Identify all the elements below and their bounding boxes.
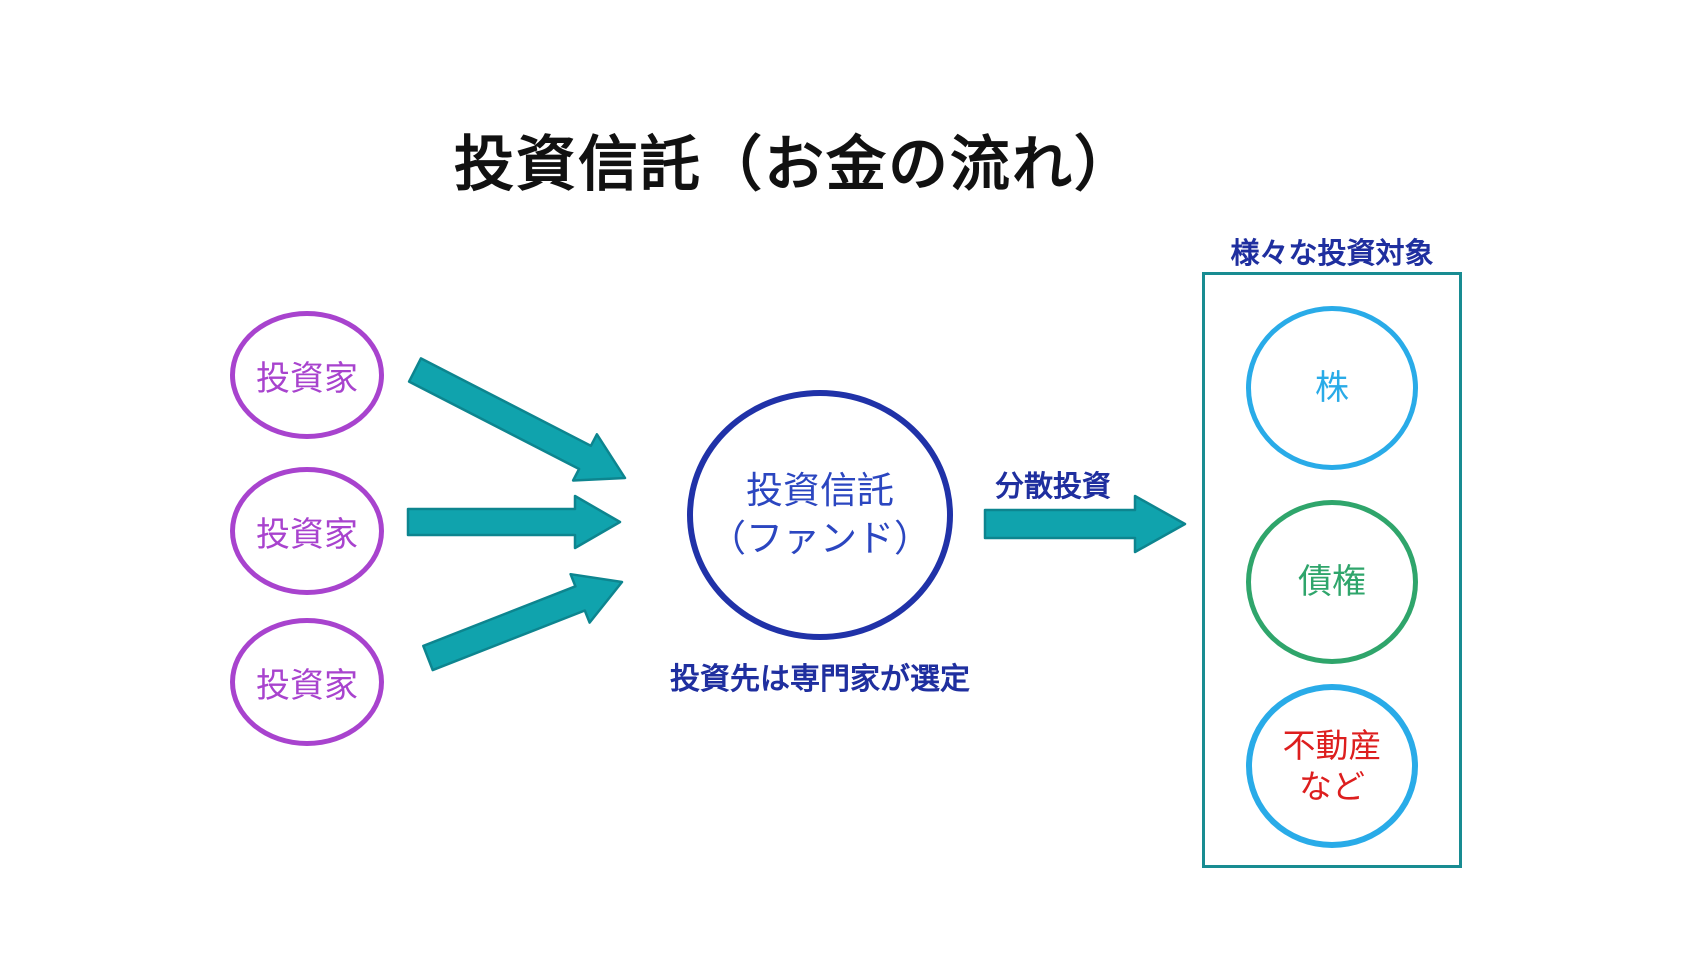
distribution-label: 分散投資 [994,471,1111,503]
fund-caption: 投資先は専門家が選定 [670,663,970,696]
fund-name-line1: 投資信託 [746,469,894,511]
investor-circle-1: 投資家 [230,311,384,439]
target-circle-realestate: 不動産 など [1246,684,1418,848]
target-circle-stocks: 株 [1246,306,1418,470]
investor-circle-2: 投資家 [230,467,384,595]
target-realestate-label-line2: など [1299,768,1365,805]
arrow-investor2-to-fund-icon [406,494,622,550]
investor-2-label: 投資家 [256,515,358,554]
arrow-investor3-to-fund-icon [422,572,624,672]
target-stocks-label: 株 [1315,368,1349,407]
investor-1-label: 投資家 [256,359,358,398]
fund-name-line2: （ファンド） [709,518,931,559]
fund-circle: 投資信託 （ファンド） [687,390,953,640]
target-bonds-label: 債権 [1298,562,1366,601]
target-circle-bonds: 債権 [1246,500,1418,664]
arrow-investor1-to-fund-icon [407,357,627,482]
investor-circle-3: 投資家 [230,618,384,746]
page-title: 投資信託（お金の流れ） [454,131,1136,198]
investor-3-label: 投資家 [256,666,358,705]
targets-box-title: 様々な投資対象 [1230,238,1434,270]
target-realestate-label-line1: 不動産 [1282,726,1382,764]
